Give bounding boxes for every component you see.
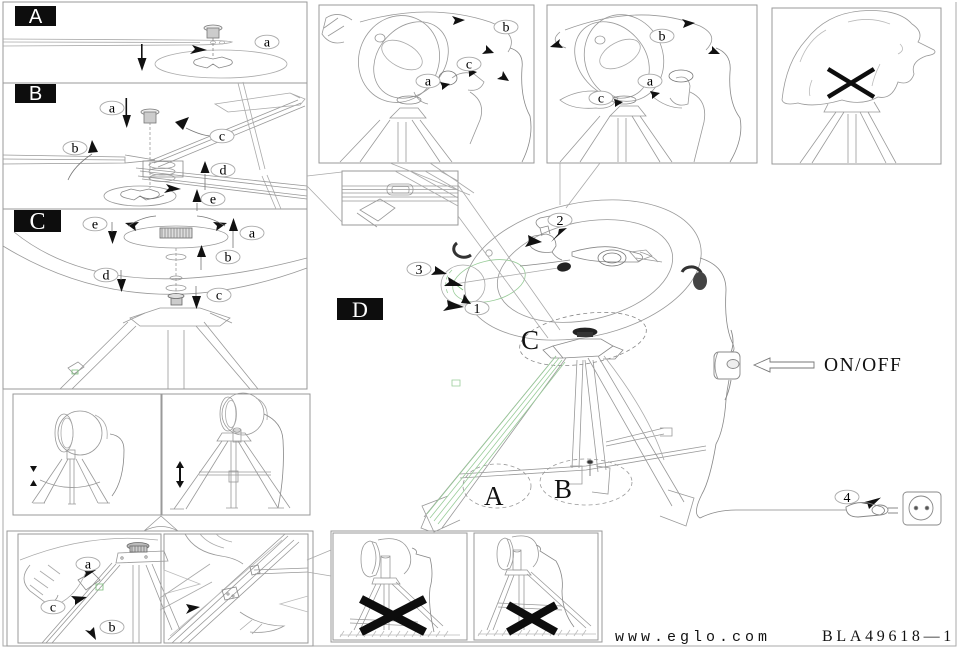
svg-text:c: c: [466, 58, 472, 73]
svg-text:3: 3: [416, 263, 423, 278]
svg-text:A: A: [29, 6, 43, 28]
svg-text:C: C: [521, 325, 539, 355]
svg-text:e: e: [210, 193, 216, 208]
svg-text:a: a: [109, 102, 116, 117]
svg-text:D: D: [352, 297, 368, 322]
svg-text:a: a: [85, 558, 92, 573]
svg-text:1: 1: [474, 302, 481, 317]
svg-text:c: c: [219, 130, 225, 145]
svg-text:a: a: [425, 75, 432, 90]
svg-text:b: b: [109, 621, 116, 636]
svg-text:a: a: [249, 227, 256, 242]
svg-text:b: b: [225, 251, 232, 266]
svg-text:C: C: [29, 209, 45, 235]
svg-text:B: B: [29, 83, 42, 105]
svg-text:4: 4: [844, 491, 851, 506]
svg-text:d: d: [103, 269, 110, 284]
svg-text:a: a: [647, 75, 654, 90]
svg-text:b: b: [503, 21, 510, 36]
svg-text:c: c: [598, 92, 604, 107]
svg-text:2: 2: [557, 214, 564, 229]
svg-text:c: c: [216, 289, 222, 304]
svg-text:c: c: [50, 601, 56, 616]
svg-text:d: d: [220, 164, 227, 179]
svg-text:b: b: [72, 142, 79, 157]
svg-text:e: e: [92, 218, 98, 233]
svg-text:b: b: [659, 30, 666, 45]
svg-text:www.eglo.com: www.eglo.com: [615, 629, 771, 646]
svg-text:A: A: [484, 481, 504, 511]
svg-text:ON/OFF: ON/OFF: [824, 355, 902, 376]
svg-text:a: a: [264, 36, 271, 51]
svg-text:B: B: [554, 474, 572, 504]
svg-text:BLA49618—1: BLA49618—1: [822, 628, 955, 645]
